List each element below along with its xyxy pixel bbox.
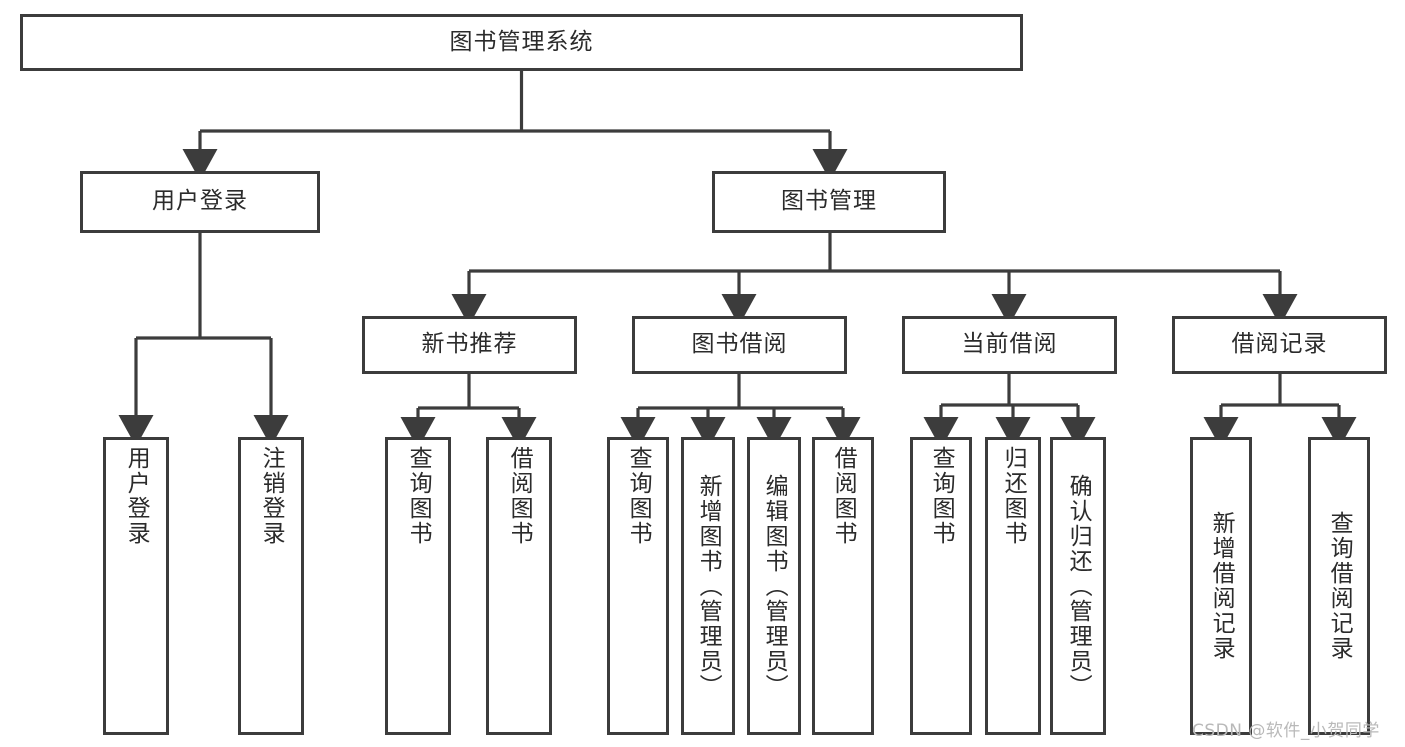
node-book-management-label: 图书管理 [781,188,877,215]
leaf-query-book-current-label: 查询图书 [928,446,955,546]
node-borrow-record[interactable]: 借阅记录 [1172,316,1387,374]
node-root-label: 图书管理系统 [449,28,594,55]
node-user-login[interactable]: 用户登录 [80,171,320,233]
leaf-edit-book-admin[interactable]: 编辑图书（管理员） [747,437,801,735]
leaf-user-login-label: 用户登录 [123,446,150,546]
leaf-add-book-admin[interactable]: 新增图书（管理员） [681,437,735,735]
node-current-borrow[interactable]: 当前借阅 [902,316,1117,374]
node-book-borrow[interactable]: 图书借阅 [632,316,847,374]
node-book-management[interactable]: 图书管理 [712,171,946,233]
node-root[interactable]: 图书管理系统 [20,14,1023,71]
leaf-add-borrow-record[interactable]: 新增借阅记录 [1190,437,1252,735]
leaf-edit-book-admin-label: 编辑图书（管理员） [761,473,788,699]
leaf-add-book-admin-label: 新增图书（管理员） [695,473,722,699]
node-borrow-record-label: 借阅记录 [1231,331,1328,358]
node-new-book-recommend[interactable]: 新书推荐 [362,316,577,374]
node-user-login-label: 用户登录 [152,188,248,215]
csdn-watermark: CSDN @软件_小贺同学 [1192,721,1380,741]
leaf-query-book-new-label: 查询图书 [405,446,432,546]
leaf-add-borrow-record-label: 新增借阅记录 [1208,511,1235,661]
leaf-logout[interactable]: 注销登录 [238,437,304,735]
leaf-query-book-new[interactable]: 查询图书 [385,437,451,735]
leaf-borrow-book-new-label: 借阅图书 [506,446,533,546]
leaf-user-login[interactable]: 用户登录 [103,437,169,735]
leaf-query-borrow-record-label: 查询借阅记录 [1326,511,1353,661]
leaf-query-borrow-record[interactable]: 查询借阅记录 [1308,437,1370,735]
leaf-return-book-label: 归还图书 [1000,446,1027,546]
leaf-logout-label: 注销登录 [258,446,285,546]
leaf-borrow-book-new[interactable]: 借阅图书 [486,437,552,735]
leaf-query-book-current[interactable]: 查询图书 [910,437,972,735]
node-book-borrow-label: 图书借阅 [691,331,788,358]
node-current-borrow-label: 当前借阅 [961,331,1058,358]
leaf-borrow-book[interactable]: 借阅图书 [812,437,874,735]
node-new-book-recommend-label: 新书推荐 [421,331,518,358]
leaf-borrow-book-label: 借阅图书 [830,446,857,546]
leaf-query-book-borrow[interactable]: 查询图书 [607,437,669,735]
leaf-query-book-borrow-label: 查询图书 [625,446,652,546]
leaf-return-book[interactable]: 归还图书 [985,437,1041,735]
leaf-confirm-return-admin-label: 确认归还（管理员） [1065,473,1092,699]
leaf-confirm-return-admin[interactable]: 确认归还（管理员） [1050,437,1106,735]
